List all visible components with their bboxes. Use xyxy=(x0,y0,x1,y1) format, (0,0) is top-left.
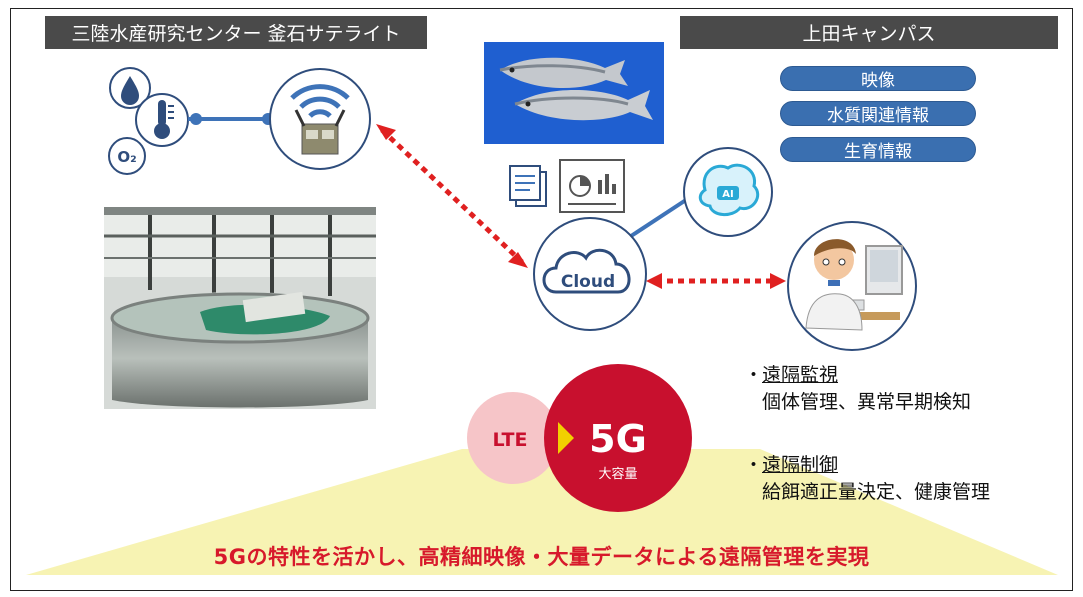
cloud-ai-link xyxy=(623,194,694,242)
data-pill-video: 映像 xyxy=(780,66,976,91)
cloud-label: Cloud xyxy=(561,272,615,292)
header-left: 三陸水産研究センター 釜石サテライト xyxy=(45,16,427,49)
bullet-detail-remote-monitoring: 個体管理、異常早期検知 xyxy=(762,391,972,413)
lte-circle xyxy=(467,392,559,484)
lte-label: LTE xyxy=(493,429,528,451)
ai-brain-icon: AI xyxy=(683,147,773,237)
operator-icon xyxy=(787,221,917,351)
bullet-marker: ・ xyxy=(744,454,764,476)
documents-icon xyxy=(509,165,547,207)
bullet-title-remote-control: 遠隔制御 xyxy=(762,454,839,476)
fiveg-label: 5G xyxy=(589,417,647,461)
gateway-cloud-arrow xyxy=(376,124,528,268)
cloud-operator-arrow xyxy=(646,273,786,289)
header-right: 上田キャンパス xyxy=(680,16,1058,49)
wifi-gateway-icon xyxy=(269,68,371,170)
banner-background xyxy=(26,449,1058,575)
aquaculture-tank-photo xyxy=(104,207,376,409)
fiveg-sublabel: 大容量 xyxy=(598,466,637,482)
cloud-icon: Cloud xyxy=(533,217,647,331)
o2-label: O₂ xyxy=(117,148,136,166)
upgrade-arrow-icon xyxy=(558,422,574,454)
fiveg-circle xyxy=(544,364,692,512)
thermometer-icon xyxy=(135,93,189,147)
oxygen-sensor-icon: O₂ xyxy=(108,137,146,175)
analytics-icon xyxy=(559,159,625,213)
data-pill-growth: 生育情報 xyxy=(780,137,976,162)
data-pill-water-quality: 水質関連情報 xyxy=(780,101,976,126)
banner-title: 5Gの特性を活かし、高精細映像・大量データによる遠隔管理を実現 xyxy=(213,545,870,569)
ai-label: AI xyxy=(722,189,733,200)
salmon-image xyxy=(484,42,664,144)
bullet-marker: ・ xyxy=(744,364,764,386)
water-drop-icon xyxy=(109,67,151,109)
bullet-title-remote-monitoring: 遠隔監視 xyxy=(762,364,839,386)
bullet-detail-remote-control: 給餌適正量決定、健康管理 xyxy=(762,481,991,503)
